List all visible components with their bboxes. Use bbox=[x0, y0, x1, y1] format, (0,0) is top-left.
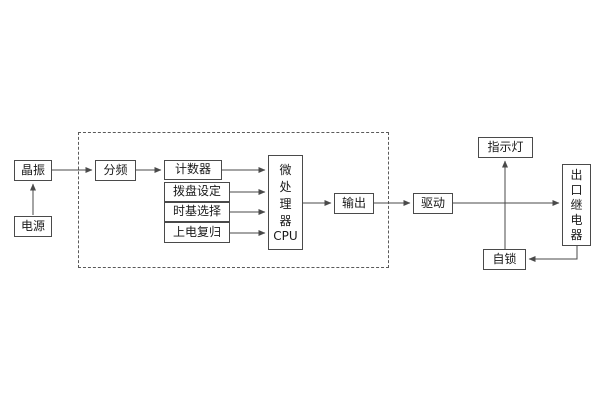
node-output: 输出 bbox=[334, 193, 374, 214]
node-crystal-label: 晶振 bbox=[20, 162, 45, 177]
node-drive-label: 驱动 bbox=[420, 195, 445, 210]
node-divider-label: 分频 bbox=[103, 162, 128, 177]
node-self-lock: 自锁 bbox=[483, 249, 526, 270]
node-power-label: 电源 bbox=[20, 218, 45, 233]
node-selflock-label: 自锁 bbox=[492, 251, 517, 266]
node-reset-label: 上电复归 bbox=[172, 224, 221, 239]
node-relay-label: 出口继电器 bbox=[570, 167, 583, 242]
node-outlet-relay: 出口继电器 bbox=[562, 164, 591, 246]
node-timebase-label: 时基选择 bbox=[172, 204, 221, 219]
node-counter-label: 计数器 bbox=[174, 162, 211, 177]
node-cpu-sub-label: CPU bbox=[273, 228, 298, 243]
node-frequency-divider: 分频 bbox=[95, 160, 136, 181]
node-indicator-label: 指示灯 bbox=[487, 139, 524, 154]
dashed-core-frame bbox=[78, 132, 389, 268]
node-dial-label: 拨盘设定 bbox=[172, 184, 221, 199]
node-power-supply: 电源 bbox=[14, 216, 52, 237]
node-counter: 计数器 bbox=[164, 160, 222, 180]
node-microprocessor-cpu: 微处理器 CPU bbox=[268, 155, 303, 250]
node-dial-setting: 拨盘设定 bbox=[164, 182, 230, 202]
node-indicator-lamp: 指示灯 bbox=[478, 137, 533, 158]
node-cpu-main-label: 微处理器 bbox=[279, 162, 292, 228]
node-power-on-reset: 上电复归 bbox=[164, 222, 230, 243]
node-drive: 驱动 bbox=[413, 193, 453, 214]
node-output-label: 输出 bbox=[341, 195, 366, 210]
edge-relay-selflock bbox=[528, 246, 578, 262]
node-crystal-oscillator: 晶振 bbox=[14, 160, 52, 181]
node-timebase-select: 时基选择 bbox=[164, 202, 230, 222]
